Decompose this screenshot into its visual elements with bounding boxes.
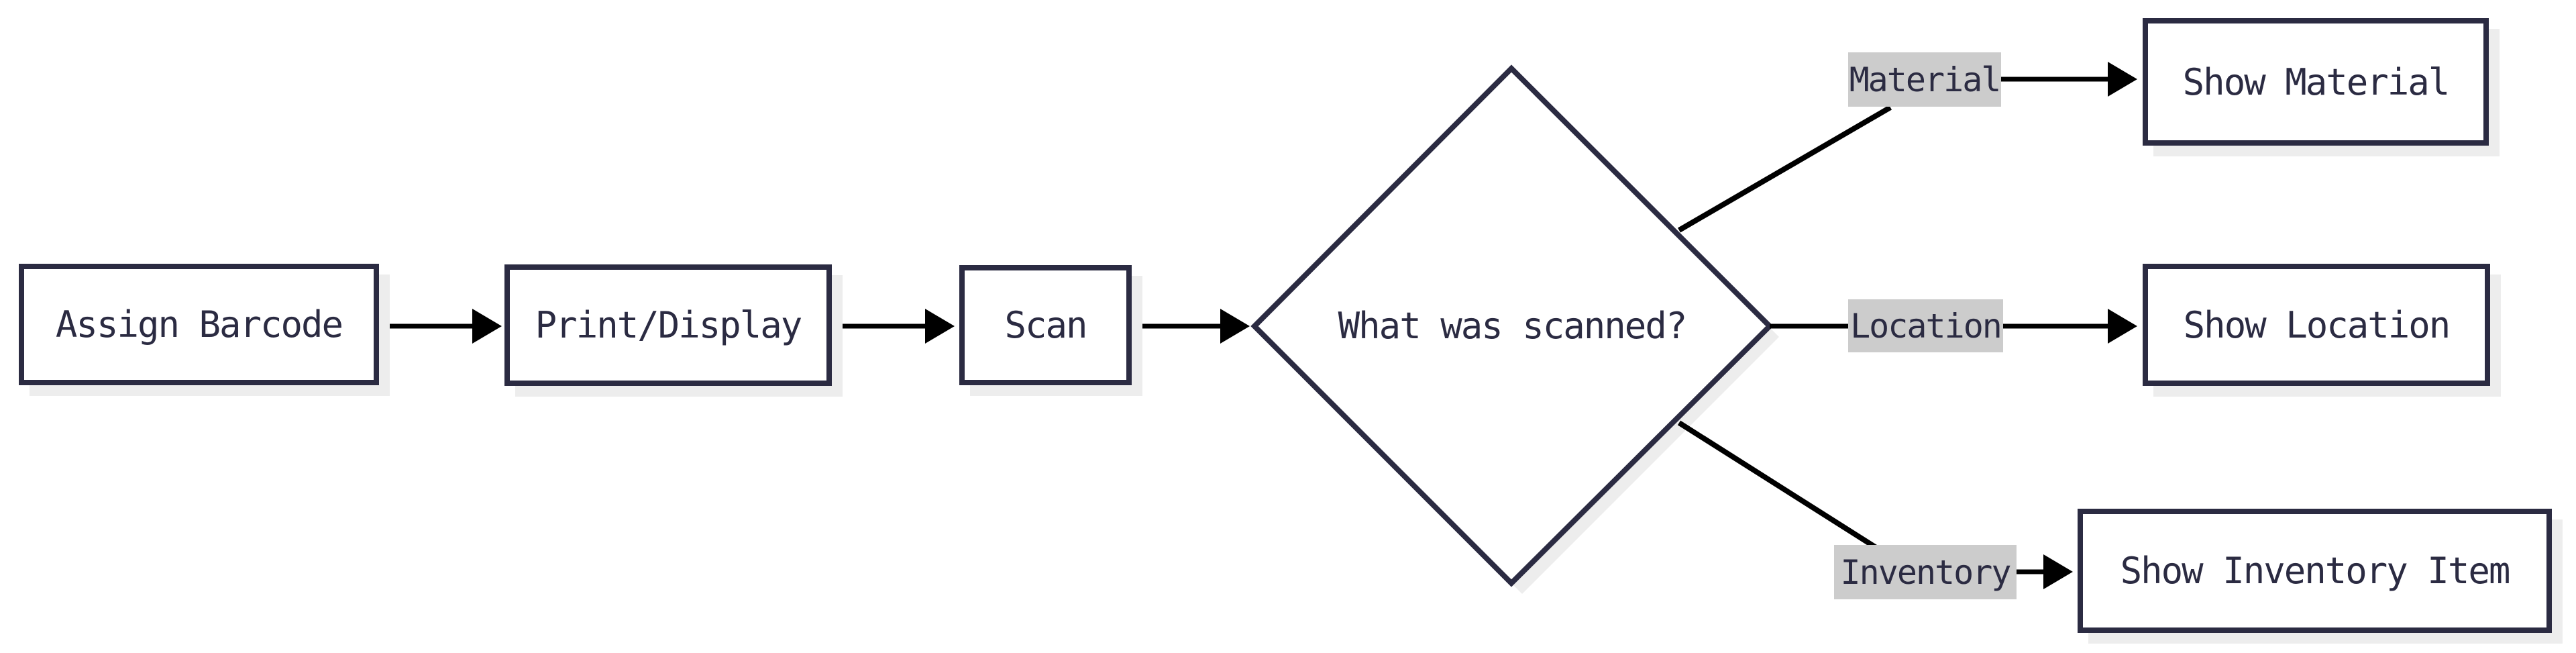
arrowhead-inventory <box>2043 554 2073 589</box>
arrowhead-location <box>2108 309 2137 344</box>
node-show-location-label: Show Location <box>2183 303 2451 346</box>
edge-label-location: Location <box>1848 299 2003 352</box>
node-show-material-label: Show Material <box>2182 60 2451 103</box>
edge-label-material: Material <box>1848 52 2001 107</box>
node-assign-barcode: Assign Barcode <box>19 264 379 385</box>
node-scan-label: Scan <box>1004 304 1087 346</box>
edge-label-inventory: Inventory <box>1834 545 2017 599</box>
arrowhead-print-to-scan <box>925 309 955 344</box>
arrowhead-assign-to-print <box>472 309 502 344</box>
node-scan: Scan <box>959 265 1132 385</box>
arrowhead-scan-to-diamond <box>1220 309 1250 344</box>
node-show-material: Show Material <box>2143 18 2489 146</box>
node-show-inventory-item-label: Show Inventory Item <box>2120 550 2511 592</box>
node-print-display: Print/Display <box>504 264 832 386</box>
edge-label-material-text: Material <box>1849 60 2002 99</box>
arrowhead-material <box>2108 62 2137 97</box>
edge-label-location-text: Location <box>1850 306 2002 346</box>
node-what-was-scanned: What was scanned? <box>1254 68 1770 583</box>
node-what-was-scanned-label: What was scanned? <box>1338 305 1688 347</box>
edge-label-inventory-text: Inventory <box>1840 552 2012 592</box>
node-show-location: Show Location <box>2143 264 2490 386</box>
node-print-display-label: Print/Display <box>535 304 803 346</box>
decision-diamond-shape <box>1250 64 1774 587</box>
edge-diamond-to-material-label <box>1677 105 1892 233</box>
node-assign-barcode-label: Assign Barcode <box>55 303 343 346</box>
node-show-inventory-item: Show Inventory Item <box>2078 509 2552 633</box>
edge-diamond-to-inventory-label <box>1677 420 1880 552</box>
